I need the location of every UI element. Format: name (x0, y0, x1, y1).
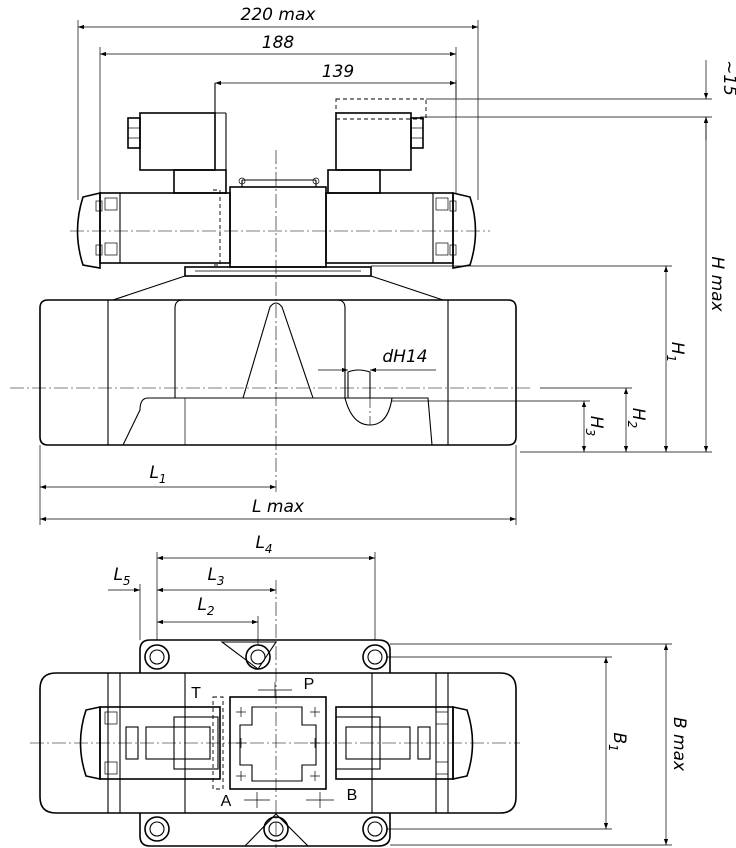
dimension-l-max-label: L max (252, 497, 305, 517)
dimension-h2: H2 (540, 387, 648, 452)
dimension-l5: L5 (108, 565, 141, 640)
dimension-b-max-label: B max (669, 717, 689, 772)
dimension-220-max: 220 max (77, 5, 479, 200)
dimension-b-max: B max (390, 643, 689, 846)
dimension-h-max: H max (520, 117, 727, 453)
dimension-188-label: 188 (262, 33, 295, 53)
dimension-b1: B1 (387, 656, 629, 830)
port-a-label: A (221, 793, 232, 810)
valve-body (39, 299, 517, 446)
dimension-l3-label: L3 (207, 565, 224, 588)
dimension-l5-label: L5 (113, 565, 130, 588)
dimension-l-max: L max (40, 445, 517, 525)
dimension-h2-label: H2 (625, 408, 648, 428)
manifold-block (212, 682, 334, 808)
dimension-bore: dH14 (318, 347, 436, 373)
dimension-l3: L3 (157, 565, 276, 593)
dimension-l2-label: L2 (197, 595, 214, 618)
mounting-holes (139, 639, 391, 847)
dimension-220-max-label: 220 max (241, 5, 317, 25)
port-p-label: P (304, 676, 315, 693)
dimension-188: 188 (99, 33, 457, 193)
dimension-l2: L2 (157, 595, 259, 645)
dimension-clearance-label: ~15 (719, 60, 736, 96)
dimension-h1: H1 (371, 265, 687, 452)
dimension-l4-label: L4 (255, 533, 272, 556)
top-view: T P A B L4 L3 L5 L2 (30, 533, 689, 848)
dimension-h3: H3 (392, 400, 606, 452)
dimension-l1-label: L1 (149, 463, 166, 486)
dimension-139: 139 (215, 62, 457, 98)
port-b-label: B (347, 787, 358, 804)
dimension-h1-label: H1 (664, 342, 687, 362)
dimension-l4: L4 (156, 533, 376, 640)
port-t-label: T (191, 685, 201, 702)
dimension-bore-label: dH14 (382, 347, 427, 367)
dimension-clearance: ~15 (420, 60, 736, 140)
dimension-h3-label: H3 (583, 416, 606, 436)
top-body-outline (39, 672, 517, 814)
front-view: 220 max 188 139 ~15 H max (10, 5, 736, 525)
dimension-b1-label: B1 (606, 732, 629, 751)
dimension-h-max-label: H max (707, 256, 727, 312)
dimension-l1: L1 (39, 445, 276, 525)
dimension-139-label: 139 (322, 62, 354, 82)
solenoid-assembly (76, 83, 477, 301)
top-solenoid (79, 706, 474, 780)
